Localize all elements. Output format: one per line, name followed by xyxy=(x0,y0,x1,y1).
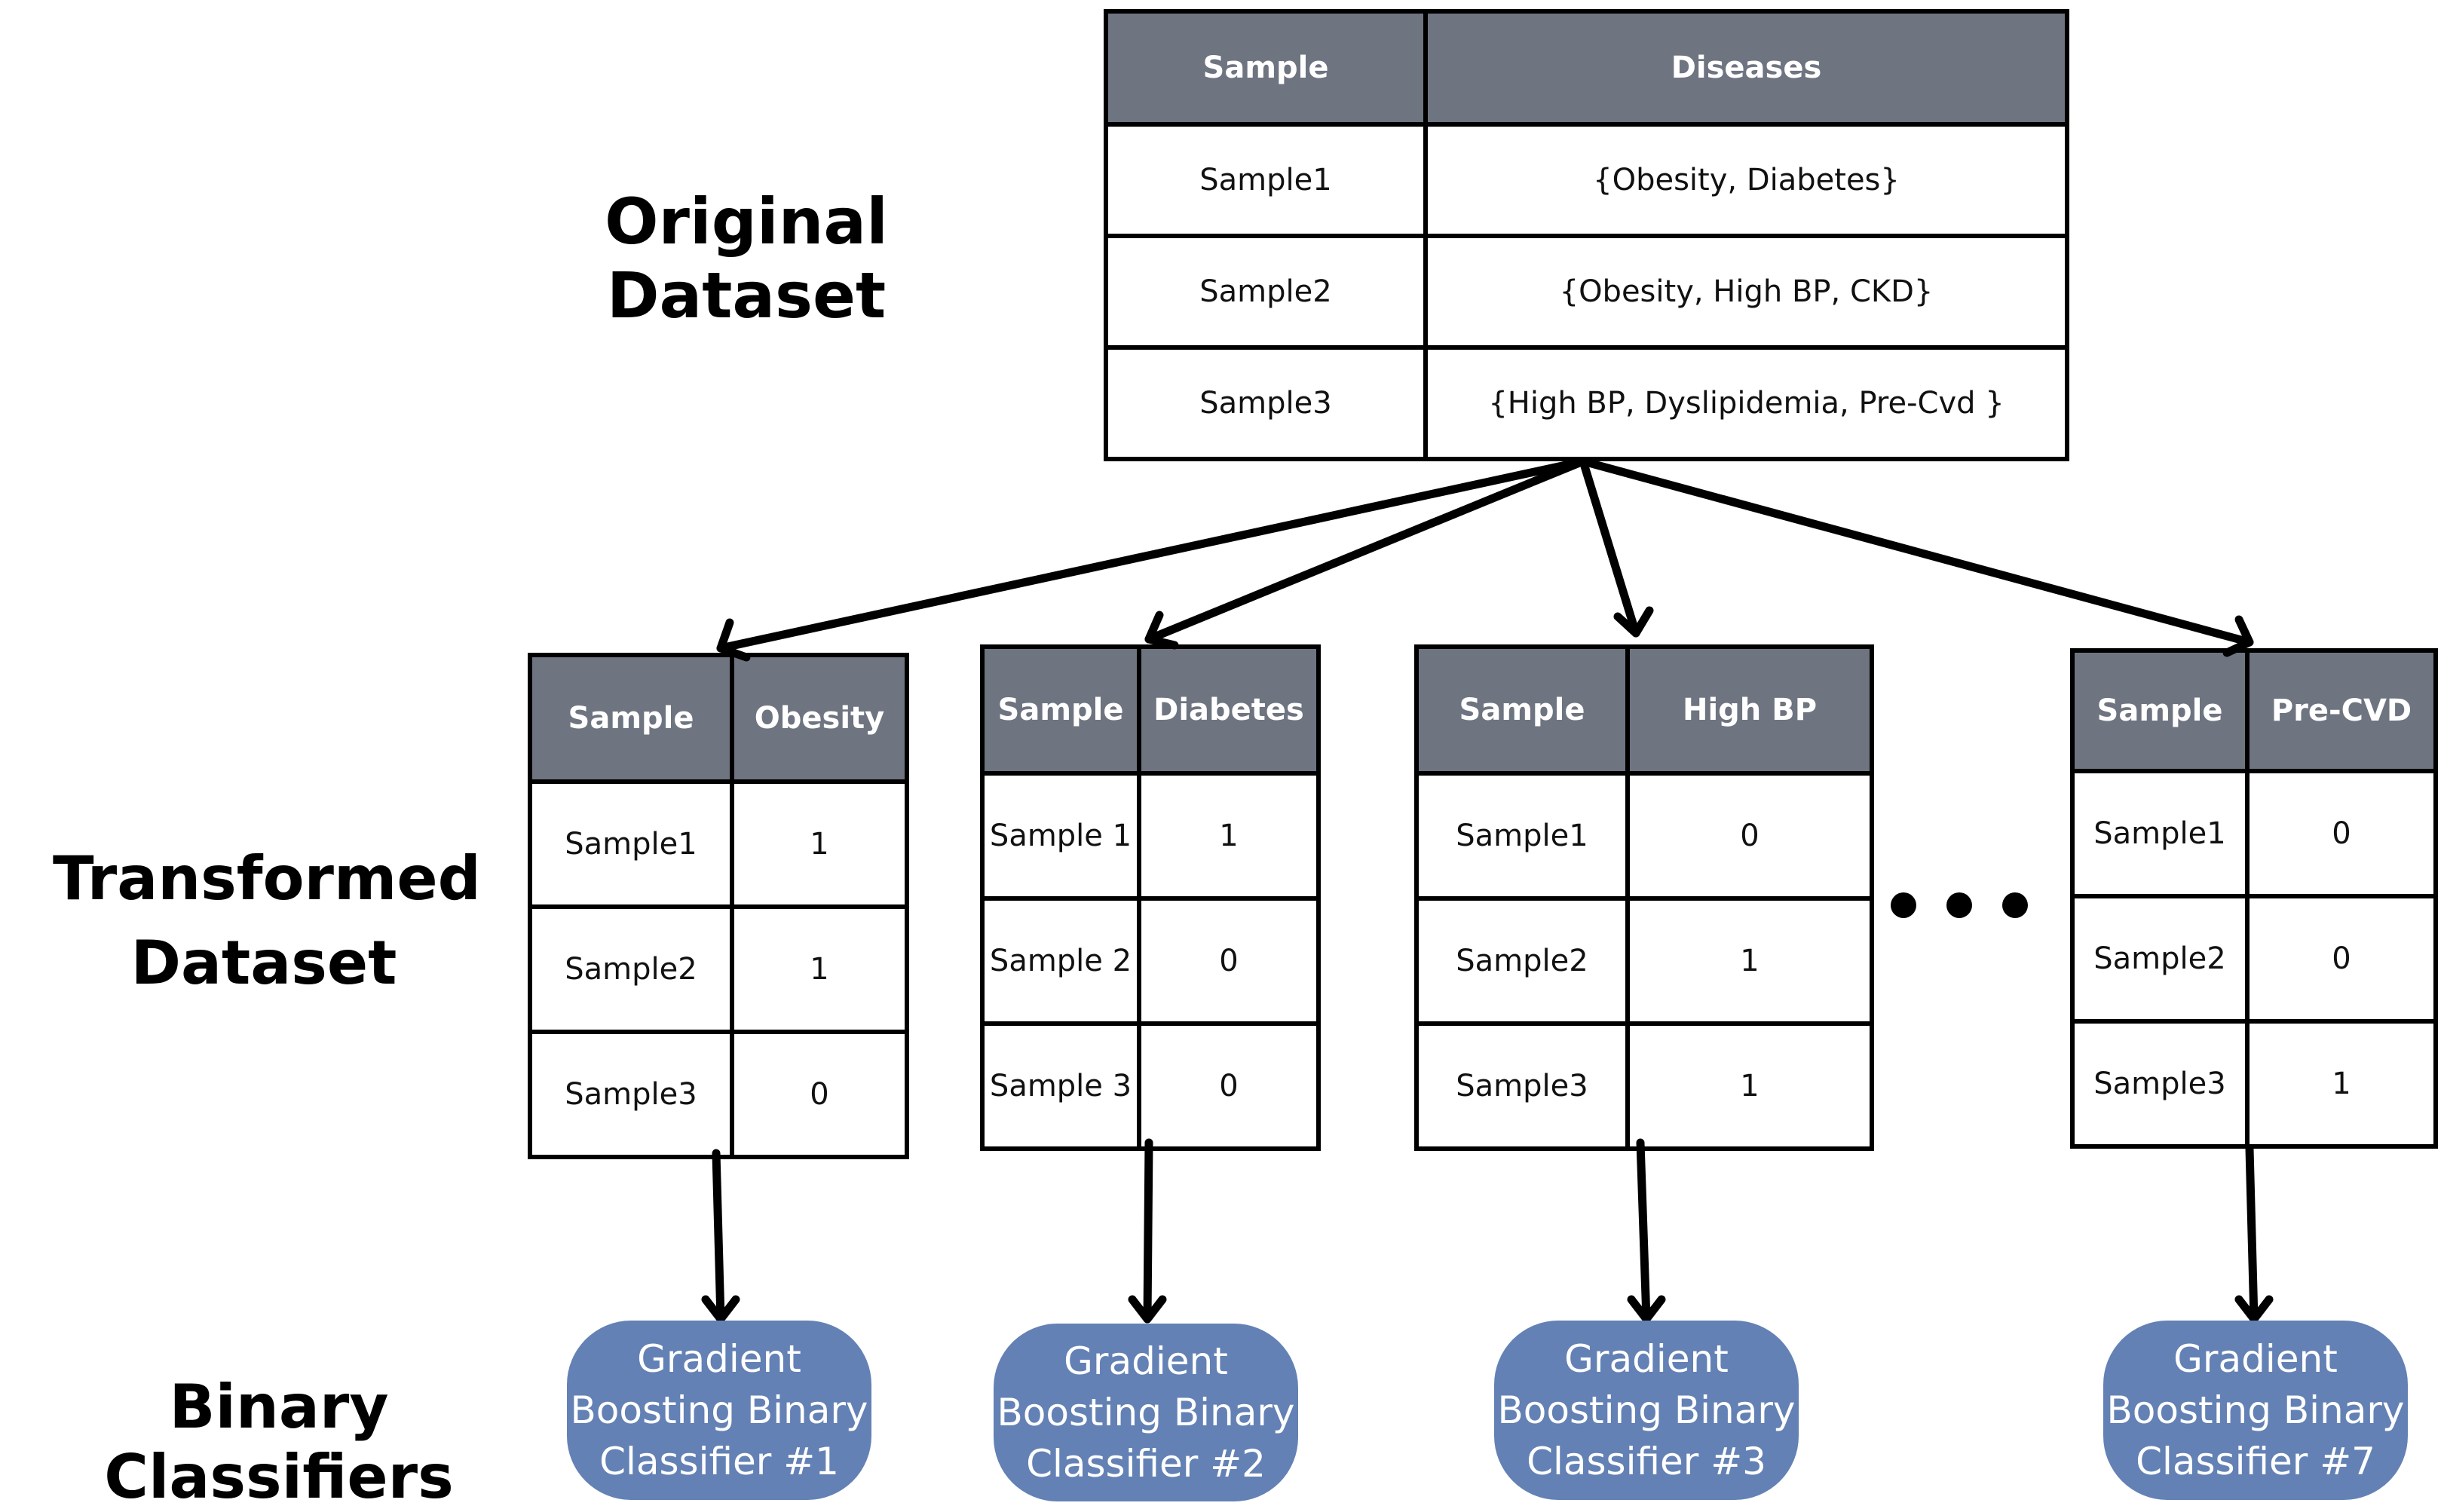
cell-label: 0 xyxy=(1625,771,1874,901)
original-dataset-table: Sample Diseases Sample1 {Obesity, Diabet… xyxy=(1104,9,2069,461)
arrow-to-diabetes xyxy=(1144,457,1588,644)
cell-label: 1 xyxy=(1137,771,1321,901)
header-diseases: Diseases xyxy=(1423,9,2069,127)
cell-diseases: {High BP, Dyslipidemia, Pre-Cvd } xyxy=(1423,345,2069,461)
arrow-to-pre-cvd xyxy=(1579,457,2254,647)
arrowhead xyxy=(1128,1295,1167,1324)
header-sample: Sample xyxy=(528,653,734,784)
classifier-1: Gradient Boosting Binary Classifier #1 xyxy=(567,1321,871,1500)
cell-label: 0 xyxy=(2245,894,2438,1024)
cell-label: 0 xyxy=(730,1030,909,1159)
arrow-to-high-bp xyxy=(1579,457,1640,638)
cell-sample: Sample1 xyxy=(1414,771,1630,901)
header-sample: Sample xyxy=(1414,644,1630,776)
cell-label: 1 xyxy=(730,904,909,1034)
arrowhead xyxy=(701,1295,740,1324)
ellipsis-dot xyxy=(1946,892,1972,918)
arrow-to-classifier-3 xyxy=(1636,1138,1651,1324)
arrow-to-obesity xyxy=(716,457,1588,653)
header-sample: Sample xyxy=(1104,9,1428,127)
arrowhead xyxy=(716,618,751,662)
header-sample: Sample xyxy=(980,644,1141,776)
cell-label: 0 xyxy=(1137,1021,1321,1151)
cell-sample: Sample2 xyxy=(1104,234,1428,350)
cell-sample: Sample1 xyxy=(1104,122,1428,238)
cell-label: 1 xyxy=(2245,1019,2438,1149)
cell-diseases: {Obesity, Diabetes} xyxy=(1423,122,2069,238)
cell-sample: Sample 2 xyxy=(980,896,1141,1026)
cell-sample: Sample3 xyxy=(1414,1021,1630,1151)
arrowhead xyxy=(1144,611,1179,650)
ellipsis-dot xyxy=(1891,892,1916,918)
cell-label: 0 xyxy=(1137,896,1321,1026)
classifier-7: Gradient Boosting Binary Classifier #7 xyxy=(2103,1321,2408,1500)
header-sample: Sample xyxy=(2070,648,2250,773)
arrowhead xyxy=(2234,1295,2274,1324)
cell-sample: Sample2 xyxy=(1414,896,1630,1026)
cell-sample: Sample3 xyxy=(528,1030,734,1159)
arrowhead xyxy=(1613,606,1654,638)
cell-sample: Sample 1 xyxy=(980,771,1141,901)
cell-sample: Sample1 xyxy=(2070,769,2250,898)
cell-diseases: {Obesity, High BP, CKD} xyxy=(1423,234,2069,350)
cell-label: 1 xyxy=(1625,896,1874,1026)
arrow-to-classifier-7 xyxy=(2245,1144,2259,1324)
arrowhead xyxy=(2222,615,2254,657)
classifier-3: Gradient Boosting Binary Classifier #3 xyxy=(1494,1321,1799,1500)
cell-label: 1 xyxy=(730,779,909,909)
header-diabetes: Diabetes xyxy=(1137,644,1321,776)
transformed-dataset-label: Transformed Dataset xyxy=(53,843,481,998)
arrow-to-classifier-1 xyxy=(712,1149,725,1324)
arrowhead xyxy=(1627,1295,1666,1324)
classifier-2: Gradient Boosting Binary Classifier #2 xyxy=(994,1324,1298,1501)
cell-sample: Sample2 xyxy=(528,904,734,1034)
cell-sample: Sample1 xyxy=(528,779,734,909)
header-pre-cvd: Pre-CVD xyxy=(2245,648,2438,773)
arrow-to-classifier-2 xyxy=(1143,1138,1153,1324)
ellipsis-dot xyxy=(2002,892,2028,918)
cell-label: 1 xyxy=(1625,1021,1874,1151)
cell-label: 0 xyxy=(2245,769,2438,898)
cell-sample: Sample3 xyxy=(2070,1019,2250,1149)
cell-sample: Sample 3 xyxy=(980,1021,1141,1151)
original-dataset-label: Original Dataset xyxy=(605,185,888,332)
binary-classifiers-label: Binary Classifiers xyxy=(104,1372,454,1512)
cell-sample: Sample3 xyxy=(1104,345,1428,461)
header-high-bp: High BP xyxy=(1625,644,1874,776)
header-obesity: Obesity xyxy=(730,653,909,784)
cell-sample: Sample2 xyxy=(2070,894,2250,1024)
